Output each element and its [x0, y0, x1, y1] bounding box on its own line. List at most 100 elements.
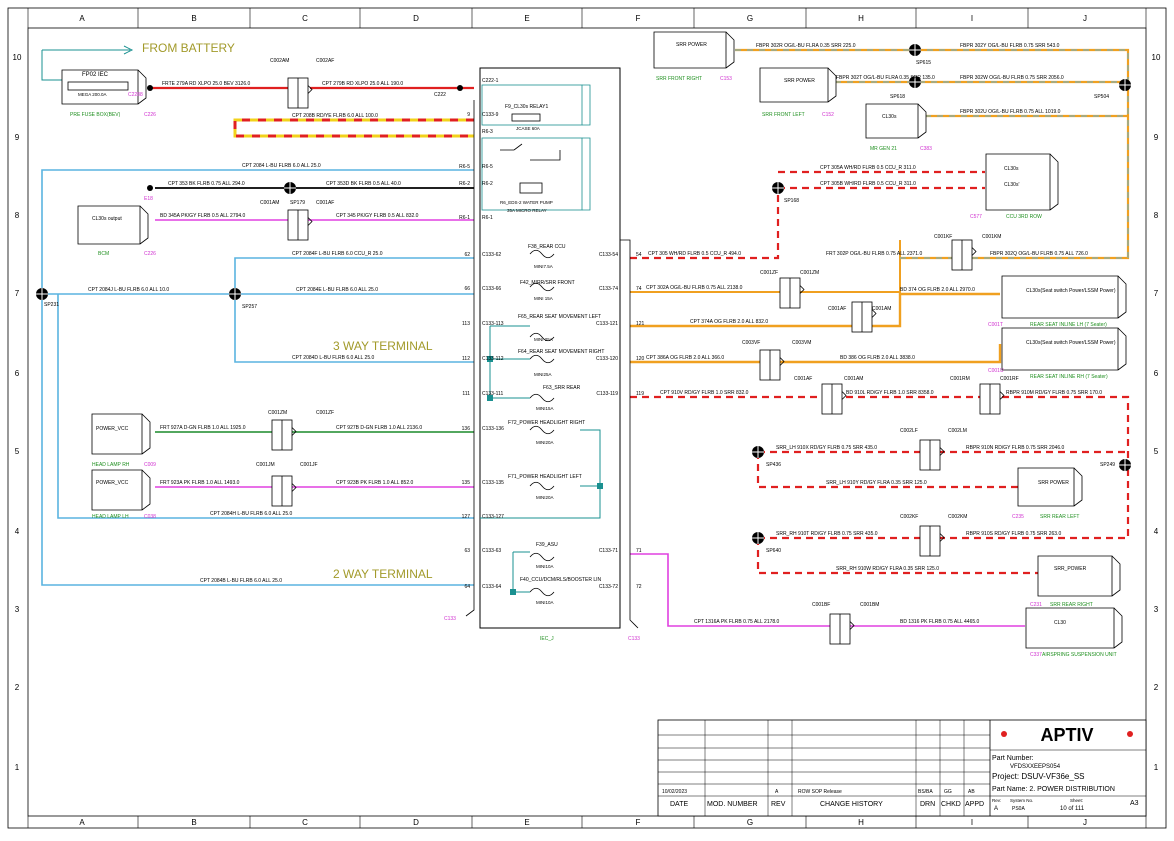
fuse-label: F71_POWER HEADLIGHT LEFT — [508, 474, 582, 480]
pin-number: 135 — [462, 480, 471, 486]
tb-change: ROW SOP Release — [798, 789, 842, 795]
wire-302r-y — [735, 48, 1130, 85]
rear-seat-lh — [1001, 275, 1127, 319]
pin-label: C133-54 — [599, 252, 618, 258]
c133-bracket-right — [620, 239, 639, 629]
splice-label: SP257 — [242, 304, 257, 310]
tb-header-mod: MOD. NUMBER — [707, 801, 758, 808]
connector-label: C038 — [144, 514, 156, 520]
tb-drn: BS/BA — [918, 789, 933, 795]
fuse-rating: MINI10A — [536, 600, 554, 605]
connector-label: C337 — [1030, 652, 1042, 658]
wire-label: FBPR 302W OG/L-BU FLRB 0.75 SRR 2056.0 — [960, 75, 1064, 81]
connector-label: C001T — [988, 322, 1003, 328]
wire-label: CPT 279B RD XLPO 25.0 ALL 190.0 — [322, 81, 403, 87]
tb-header-rev: REV — [771, 801, 786, 808]
fuse-label: F65_REAR SEAT MOVEMENT LEFT — [518, 314, 601, 320]
wire-label: CPT 2084H L-BU FLRB 6.0 ALL 25.0 — [210, 511, 292, 517]
connector-c003v-chevron — [779, 357, 785, 366]
relay1-fuse: JCASE 60A — [516, 126, 540, 131]
connector-label: C153 — [720, 76, 732, 82]
connector-label: C133 — [444, 616, 456, 622]
wire-label: FBPR 302Y OG/L-BU FLRB 0.75 SRR 543.0 — [960, 43, 1060, 49]
connector-label: C152 — [822, 112, 834, 118]
connector-c001z-r-chevron — [799, 285, 805, 294]
tb-header-chkd: CHKD — [941, 801, 961, 808]
connector-c001a-r2-chevron — [841, 391, 847, 400]
row-marker: 1 — [15, 763, 20, 772]
connector-label: C009 — [144, 462, 156, 468]
system-no-label: System No. — [1010, 798, 1033, 803]
component-label: CL30s(Seat switch Power/LSSM Power) — [1026, 288, 1116, 294]
ring-terminal — [147, 85, 153, 91]
connector-c001k-chevron — [971, 247, 977, 256]
splice-label: SP249 — [1100, 462, 1115, 468]
splice-label: SP640 — [766, 548, 781, 554]
connector-label: C001ZM — [800, 270, 819, 276]
connector-label: C001AF — [828, 306, 846, 312]
wire-label: CPT 353 BK FLRB 0.75 ALL 294.0 — [168, 181, 245, 187]
wire-label: CPT 923B PK FLRB 1.0 ALL 852.0 — [336, 480, 413, 486]
fuse-label: F64_REAR SEAT MOVEMENT RIGHT — [518, 349, 604, 355]
sheet-label: Sheet: — [1070, 798, 1083, 803]
tb-appd: AB — [968, 789, 975, 795]
component-label: SRR FRONT RIGHT — [656, 76, 702, 82]
tb-header-appd: APPD — [965, 801, 984, 808]
connector-label: C001KF — [934, 234, 952, 240]
pin-label: C133-135 — [482, 480, 504, 486]
relay1-label: F9_CL30s RELAY1 — [505, 104, 548, 110]
component-label: SRR FRONT LEFT — [762, 112, 805, 118]
column-marker: F — [636, 818, 641, 827]
fuse-symbol — [529, 481, 555, 491]
connector-label: C001ZF — [316, 410, 334, 416]
component-label: CL30s — [882, 114, 897, 120]
bus-headlight — [480, 429, 601, 519]
c133-bracket-left — [465, 100, 475, 617]
connector-label: C133 — [628, 636, 640, 642]
pin-label: R6-2 — [482, 181, 493, 187]
heading-from-battery: FROM BATTERY — [142, 41, 235, 55]
component-label: HEAD LAMP RH — [92, 462, 130, 468]
connector-c001a-r-chevron — [871, 309, 877, 318]
bus-2way — [512, 551, 530, 593]
fuse-symbol — [529, 249, 555, 259]
row-marker: 4 — [15, 527, 20, 536]
connector-c001z-chevron — [291, 427, 297, 436]
pin-label: C133-121 — [596, 321, 618, 327]
column-marker: C — [302, 14, 308, 23]
fuse-label: F39_ASU — [536, 542, 558, 548]
row-marker: 2 — [15, 683, 20, 692]
pin-label: C222-1 — [482, 78, 499, 84]
pin-number: 119 — [636, 391, 644, 397]
connector-label: C001JF — [300, 462, 318, 468]
pin-number: 63 — [464, 548, 470, 554]
pin-label: C133-111 — [482, 391, 503, 397]
connector-c002a-chevron — [307, 85, 313, 94]
connector-label: C001U — [988, 368, 1004, 374]
column-marker: D — [413, 14, 419, 23]
fuse-rating: MINI20A — [536, 495, 554, 500]
srr-rear-right — [1037, 555, 1121, 597]
column-marker: J — [1083, 14, 1087, 23]
connector-c001j-chevron — [291, 483, 297, 492]
wire-374 — [630, 292, 1000, 328]
row-marker: 5 — [15, 447, 20, 456]
fuse-label: F40_CCU/DCM/RLS/BOOSTER LIN — [520, 577, 602, 583]
pin-number: 9 — [467, 112, 470, 118]
column-marker: D — [413, 818, 419, 827]
tb-header-date: DATE — [670, 801, 688, 808]
fuse-box-caption: PRE FUSE BOX(BEV) — [70, 112, 121, 118]
fuse-symbol — [529, 332, 555, 342]
wire-label: RBPR 910M RD/GY FLRB 0.75 SRR 170.0 — [1006, 390, 1102, 396]
wire-label: CPT 386A OG FLRB 2.0 ALL 366.0 — [646, 355, 724, 361]
pin-number: 72 — [636, 584, 642, 590]
column-marker: G — [747, 818, 753, 827]
pin-number: 74 — [636, 286, 642, 292]
heading-3way: 3 WAY TERMINAL — [333, 339, 433, 353]
pin-label: R6-1 — [482, 215, 493, 221]
connector-label: C001AF — [794, 376, 812, 382]
wire-label: CPT 927B D-GN FLRB 1.0 ALL 2136.0 — [336, 425, 422, 431]
